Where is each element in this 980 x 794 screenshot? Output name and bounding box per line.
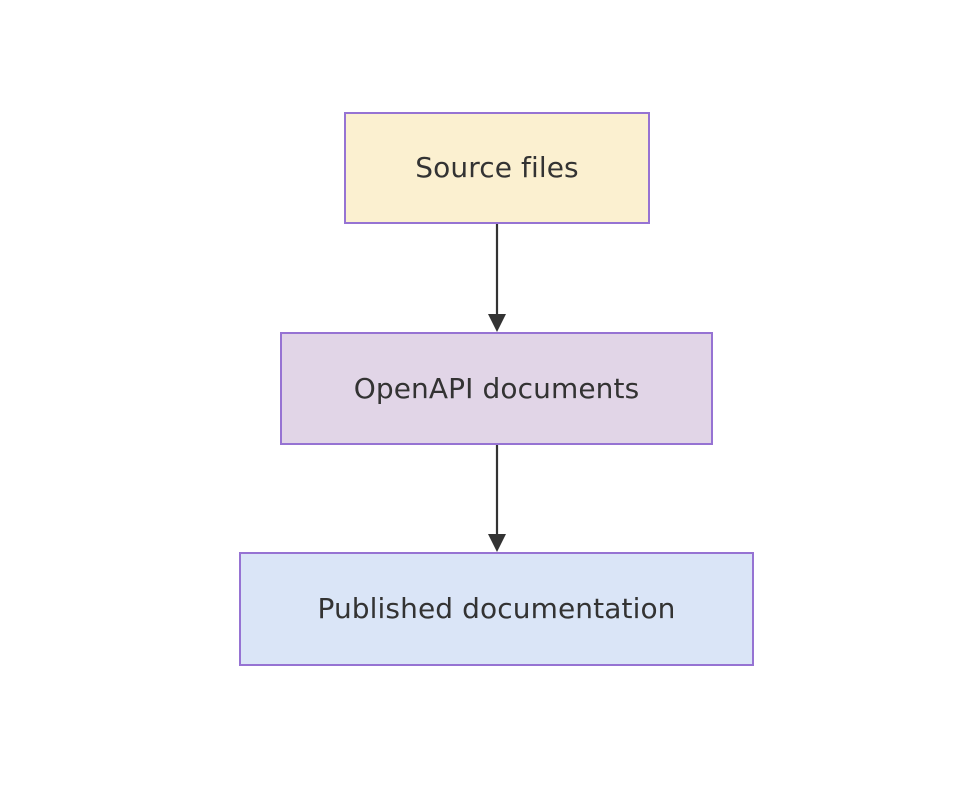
edge-source-to-openapi-arrowhead-icon: [488, 314, 506, 332]
edge-source-to-openapi: [488, 224, 506, 332]
edge-openapi-to-published: [488, 445, 506, 552]
node-published-documentation-label: Published documentation: [317, 592, 676, 626]
node-published-documentation[interactable]: Published documentation: [239, 552, 754, 666]
node-openapi-documents-label: OpenAPI documents: [353, 371, 640, 405]
edge-openapi-to-published-arrowhead-icon: [488, 534, 506, 552]
node-source-files-label: Source files: [415, 151, 579, 185]
node-source-files[interactable]: Source files: [344, 112, 650, 224]
node-openapi-documents[interactable]: OpenAPI documents: [280, 332, 713, 445]
